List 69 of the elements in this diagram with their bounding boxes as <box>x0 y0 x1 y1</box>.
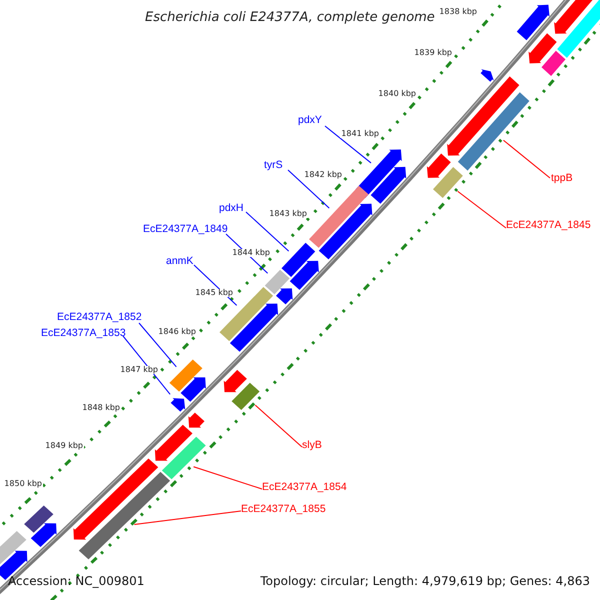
gene-feature <box>73 458 158 540</box>
gene-label: pdxH <box>219 203 244 214</box>
gene-feature <box>30 523 57 547</box>
leader-line <box>288 170 330 209</box>
gene-feature <box>458 92 530 171</box>
tick-label: 1847 kbp <box>119 366 159 374</box>
gene-feature <box>516 4 550 40</box>
tick-label: 1849 kbp <box>44 442 84 450</box>
gene-feature <box>24 506 54 533</box>
gene-label: pdxY <box>298 115 322 126</box>
tick-label: 1840 kbp <box>377 90 417 98</box>
gene-feature <box>542 50 566 76</box>
gene-feature <box>180 377 206 402</box>
leader-line <box>457 190 506 228</box>
gene-feature <box>282 242 316 277</box>
gene-label: EcE24377A_1854 <box>262 482 347 492</box>
gene-feature <box>309 186 369 248</box>
tick-label: 1845 kbp <box>194 289 234 297</box>
gene-feature <box>370 166 406 204</box>
tick-label: 1838 kbp <box>438 8 478 16</box>
gene-label: EcE24377A_1852 <box>57 312 142 322</box>
tick-label: 1841 kbp <box>340 130 380 138</box>
gene-feature <box>224 370 247 392</box>
gene-feature <box>318 204 372 260</box>
gene-label: EcE24377A_1845 <box>506 220 591 230</box>
tick-label: 1842 kbp <box>303 171 343 179</box>
gene-feature <box>276 288 293 304</box>
leader-line <box>122 336 171 395</box>
gene-feature <box>554 0 594 34</box>
leader-line <box>193 466 262 490</box>
gene-feature <box>220 287 274 342</box>
tick-label: 1848 kbp <box>81 404 121 412</box>
gene-label: EcE24377A_1853 <box>41 328 126 338</box>
gene-label: tppB <box>551 173 573 184</box>
leader-line <box>502 140 550 178</box>
gene-feature <box>480 69 494 82</box>
gene-feature <box>78 472 170 560</box>
title: Escherichia coli E24377A, complete genome <box>145 11 435 24</box>
gene-label: EcE24377A_1849 <box>143 224 228 234</box>
leader-line <box>254 404 302 448</box>
gene-feature <box>290 260 319 290</box>
leader-line <box>246 212 290 252</box>
gene-feature <box>188 412 204 428</box>
tick-label: 1843 kbp <box>268 210 308 218</box>
leader-line <box>138 322 177 368</box>
gene-feature <box>557 0 600 58</box>
gene-label: slyB <box>302 440 322 450</box>
gene-feature <box>230 304 278 352</box>
tick-label: 1844 kbp <box>231 249 271 257</box>
gene-feature <box>169 360 202 392</box>
gene-feature <box>162 436 206 480</box>
gene-label: tyrS <box>264 160 283 170</box>
tick-label: 1839 kbp <box>413 49 453 57</box>
gene-feature <box>426 154 451 178</box>
gene-feature <box>154 424 192 461</box>
summary-text: Topology: circular; Length: 4,979,619 bp; Genes: 4,863 <box>259 575 591 587</box>
tick-label: 1850 kbp <box>3 480 43 488</box>
gene-feature <box>264 270 290 294</box>
gene-label: anmK <box>166 256 194 266</box>
gene-feature <box>528 33 557 64</box>
gene-feature <box>170 398 186 412</box>
gene-label: EcE24377A_1855 <box>241 504 326 514</box>
gene-feature <box>447 76 520 156</box>
leader-line <box>134 510 242 526</box>
gene-feature <box>433 167 463 198</box>
gene-feature <box>232 382 260 410</box>
leader-line <box>324 126 372 164</box>
tick-label: 1846 kbp <box>157 328 197 336</box>
gene-feature <box>0 531 26 564</box>
